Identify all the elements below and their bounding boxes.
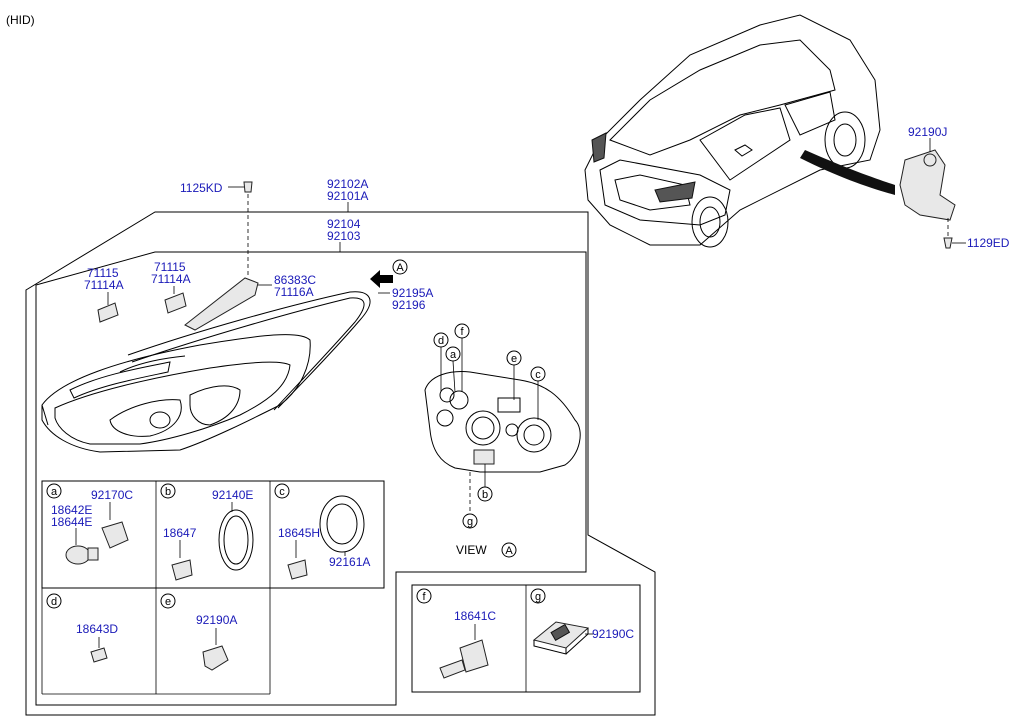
cell-f-label: f <box>422 591 426 603</box>
label-18641C: 18641C <box>454 609 496 623</box>
callout-d: d <box>438 335 444 347</box>
label-92170C: 92170C <box>91 488 133 502</box>
label-92140E: 92140E <box>212 488 253 502</box>
headlamp-assembly <box>41 334 311 453</box>
cell-a-label: a <box>51 486 58 498</box>
bulb-18642E <box>65 545 91 565</box>
headlamp-left-highlight <box>591 132 607 163</box>
label-71116A: 71116A <box>274 285 314 299</box>
hid-bulb-18641C <box>459 639 489 673</box>
label-71114A-b: 71114A <box>151 272 191 286</box>
label-18644E: 18644E <box>51 515 92 529</box>
cell-g-label: g <box>535 591 541 603</box>
cell-grid-left <box>41 480 385 695</box>
car-illustration <box>584 14 895 248</box>
bulb-18643D <box>90 647 108 663</box>
label-18647: 18647 <box>163 526 197 540</box>
label-71115-a: 71115 <box>87 266 119 280</box>
bracket-86383C <box>184 277 259 331</box>
view-ref-circle <box>501 542 517 558</box>
view-ref: A <box>505 545 513 557</box>
garnish-strip-92195A <box>127 291 371 409</box>
view-arrow <box>370 270 393 288</box>
socket-92170C <box>101 521 129 549</box>
bulb-18647 <box>171 559 193 581</box>
cap-92140E <box>218 509 254 571</box>
bolt-1125KD <box>243 181 253 193</box>
label-92190A: 92190A <box>196 613 237 627</box>
cell-e-label: e <box>165 596 171 608</box>
label-18642E: 18642E <box>51 503 92 517</box>
variant-label: (HID) <box>6 13 35 27</box>
label-92190J: 92190J <box>908 125 947 139</box>
label-92103: 92103 <box>327 229 361 243</box>
headlamp-right-highlight <box>654 181 696 203</box>
label-18645H: 18645H <box>278 526 320 540</box>
outer-frame <box>25 211 656 716</box>
callout-b: b <box>482 489 488 501</box>
callout-a: a <box>450 349 457 361</box>
igniter-92190A <box>202 645 229 671</box>
view-label: VIEW <box>456 543 487 557</box>
label-92195A: 92195A <box>392 286 433 300</box>
label-1129ED: 1129ED <box>967 236 1010 250</box>
callout-A-circle <box>392 259 408 275</box>
label-1125KD: 1125KD <box>180 181 223 195</box>
view-callouts: d f a e c b g <box>433 323 546 529</box>
bulb-18645H <box>287 559 308 580</box>
label-92161A: 92161A <box>329 555 370 569</box>
label-92104: 92104 <box>327 217 361 231</box>
label-92101A: 92101A <box>327 189 368 203</box>
part-92190J: 92190J 1129ED <box>899 125 1010 250</box>
callout-e: e <box>511 353 517 365</box>
bracket-71114A-a <box>97 302 119 323</box>
label-18643D: 18643D <box>76 622 118 636</box>
view-a-rear-lamp <box>424 371 581 473</box>
bracket-71114A-b <box>164 292 187 314</box>
cell-b-label: b <box>165 486 171 498</box>
label-71114A-a: 71114A <box>84 278 124 292</box>
label-86383C: 86383C <box>274 273 316 287</box>
label-92196: 92196 <box>392 298 426 312</box>
callout-A: A <box>396 262 404 274</box>
cell-c-label: c <box>279 486 285 498</box>
inner-frame <box>35 251 587 706</box>
cap-92161A <box>319 495 365 553</box>
cell-d-label: d <box>51 596 57 608</box>
leader-arrow-92190J <box>800 150 895 195</box>
callout-g: g <box>467 516 473 528</box>
label-92190C: 92190C <box>592 627 634 641</box>
label-92102A: 92102A <box>327 177 368 191</box>
callout-f: f <box>460 326 464 338</box>
label-71115-b: 71115 <box>154 260 186 274</box>
callout-c: c <box>535 369 541 381</box>
